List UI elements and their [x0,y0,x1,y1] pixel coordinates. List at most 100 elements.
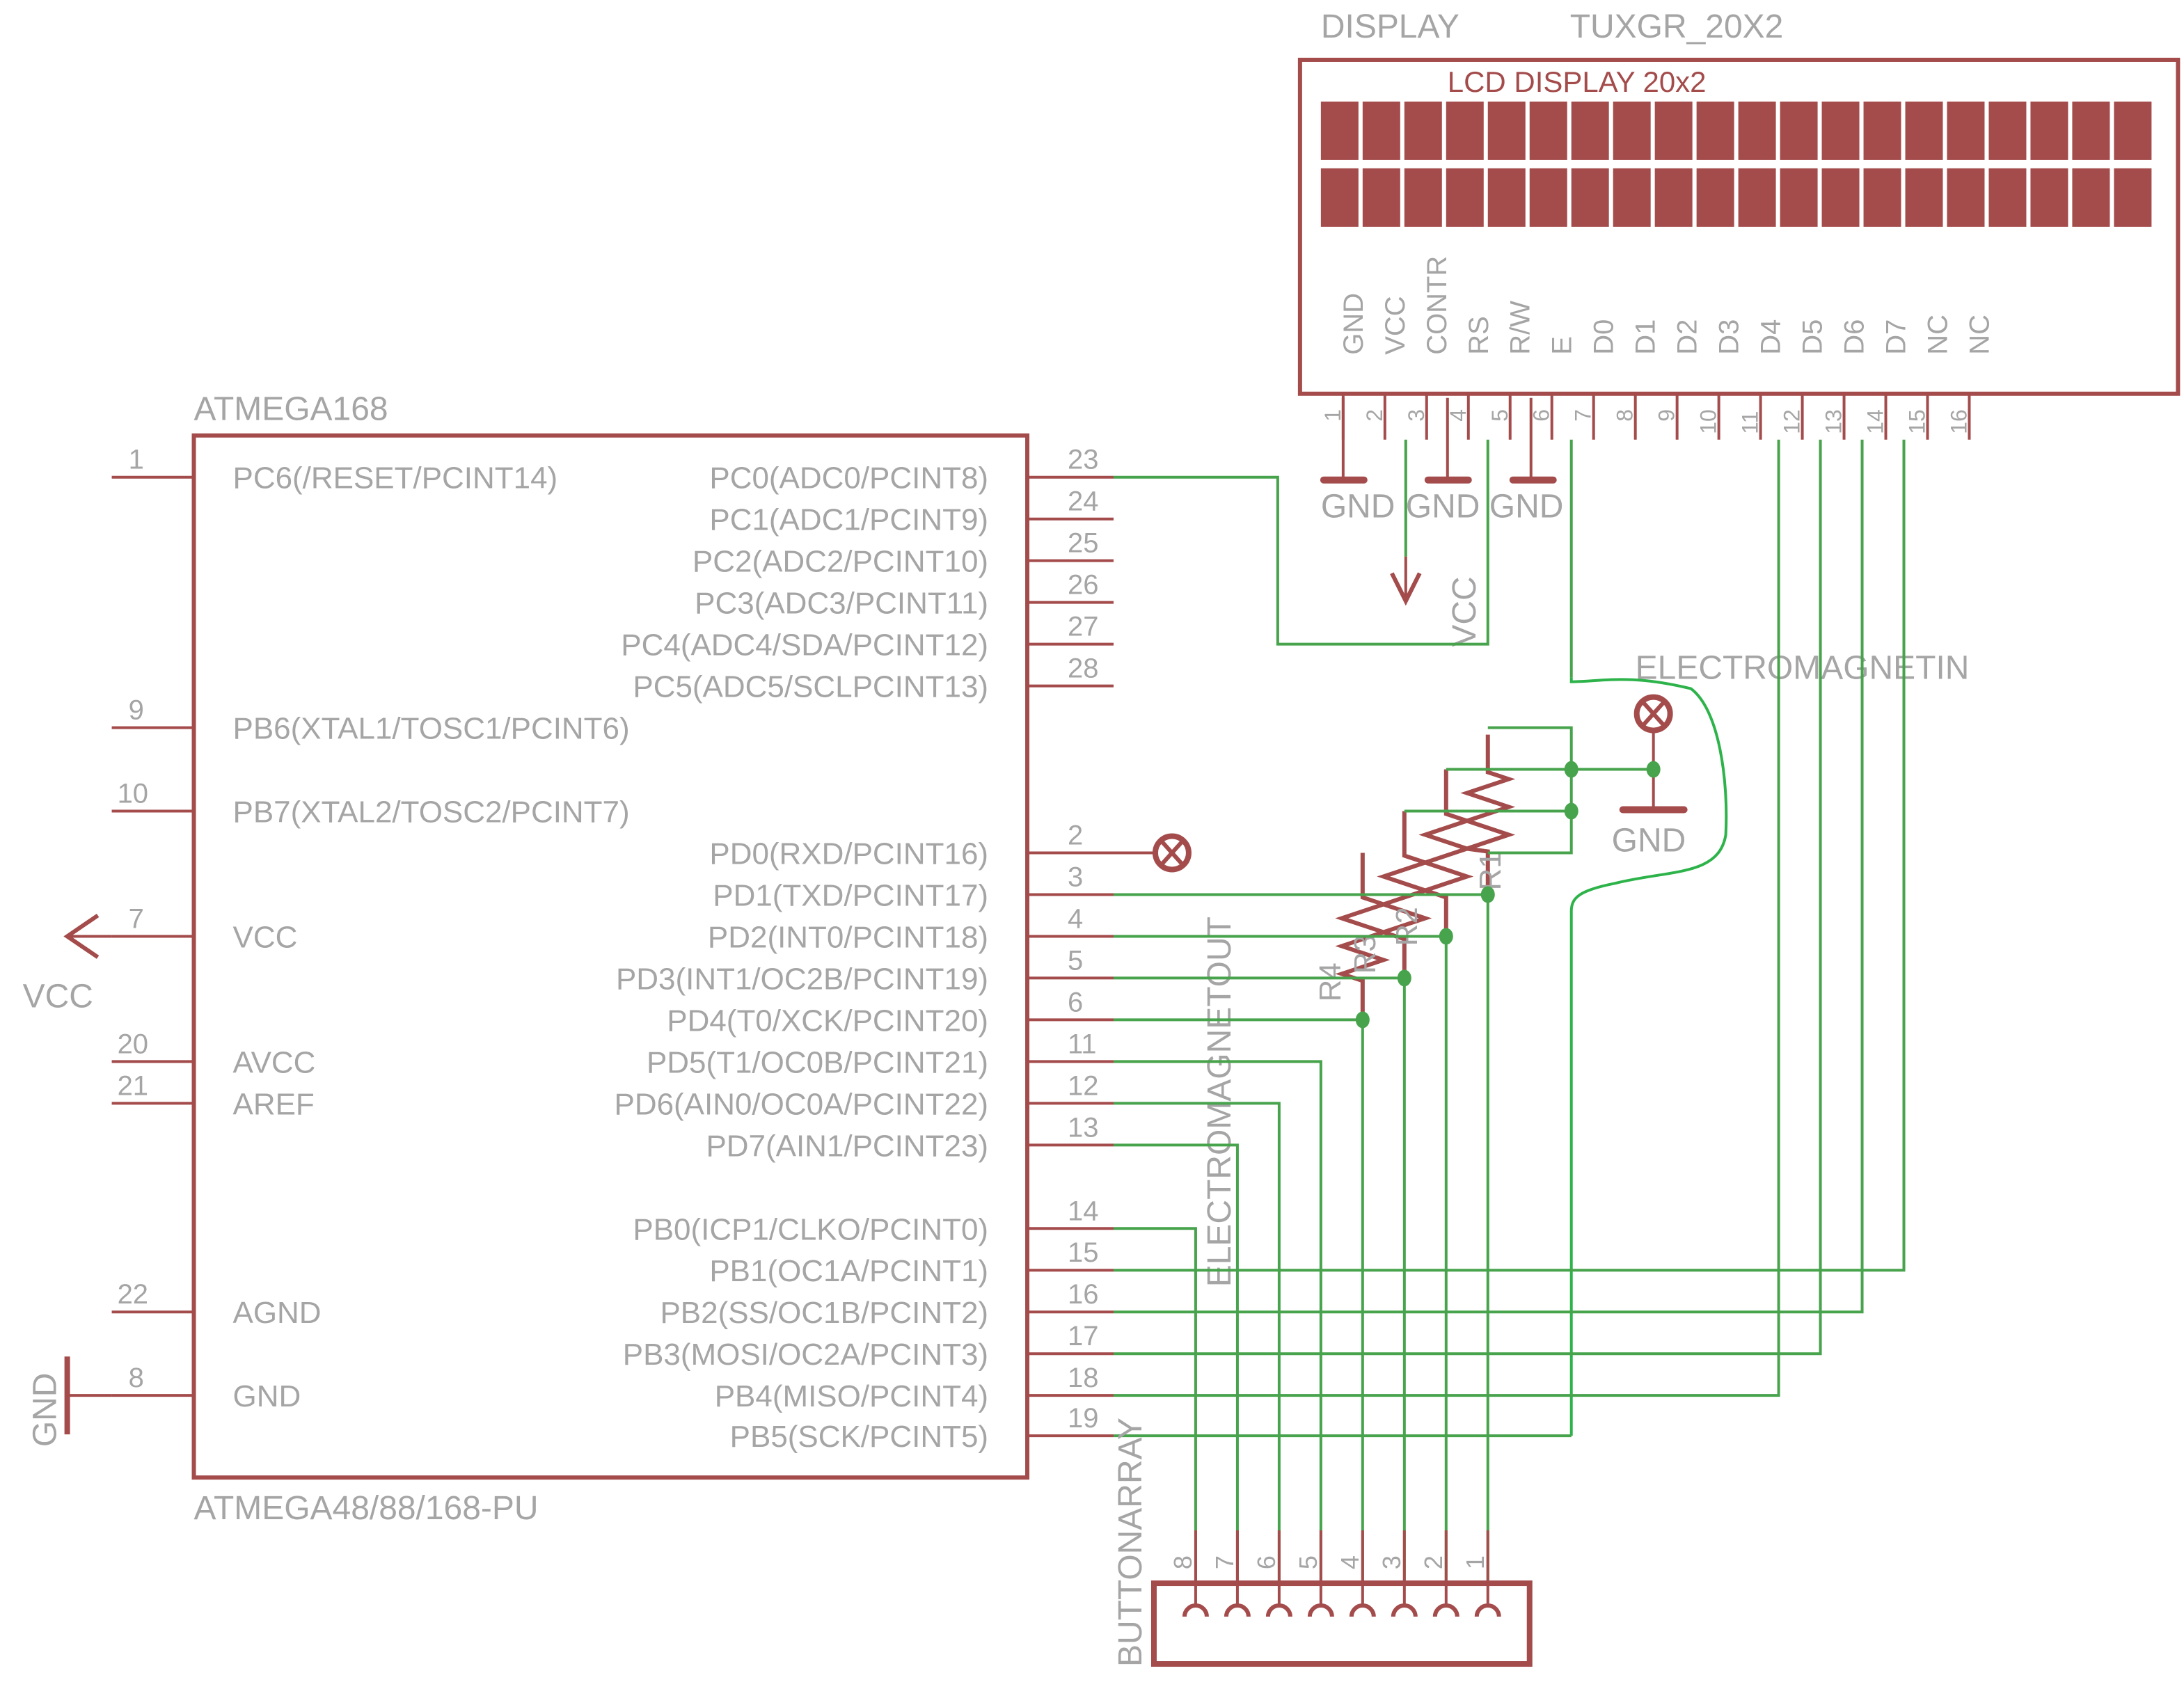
lcd-cell [1613,168,1651,227]
lcd-cell [1947,168,1985,227]
mcu-pin-number: 3 [1068,862,1083,892]
button-array-outline [1150,1580,1533,1667]
button-contact-icon [1182,1603,1209,1617]
resistor-r2-icon [1418,769,1474,937]
button-pin-number: 6 [1252,1555,1281,1569]
mcu-pin-number: 13 [1068,1112,1098,1143]
lcd-pin-label: D6 [1839,319,1870,355]
lcd-cell [1780,168,1818,227]
atmega-part[interactable]: ATMEGA168 ATMEGA48/88/168-PU 1PC6(/RESET… [111,391,1114,1527]
lcd-pin-number: 14 [1863,409,1888,434]
lcd-cell [2114,168,2152,227]
lcd-cell [1988,101,2027,160]
mcu-pin-label: PD5(T1/OC0B/PCINT21) [647,1045,988,1079]
mcu-pin-label: PD3(INT1/OC2B/PCINT19) [616,962,988,996]
lcd-pin-label: VCC [1380,296,1411,354]
junction-dot [1439,928,1453,945]
mcu-pin-label: PD0(RXD/PCINT16) [709,836,988,871]
lcd-cell [1738,168,1776,227]
mcu-pin-label: PC6(/RESET/PCINT14) [233,461,558,495]
lcd-pin-label: D0 [1589,319,1620,355]
button-contact-icon [1265,1603,1292,1617]
mcu-pin-number: 21 [118,1070,148,1101]
lcd-cell [1696,101,1734,160]
mcu-pin-number: 14 [1068,1196,1098,1226]
electromagnet-out-label: ELECTROMAGNETOUT [1201,917,1238,1287]
display-name-label: DISPLAY [1321,8,1459,45]
lcd-cell [1571,168,1609,227]
lcd-pin-label: D2 [1672,319,1703,355]
button-contact-icon [1224,1603,1251,1617]
lcd-pin-label: NC [1922,315,1953,355]
mcu-pin-label: PC2(ADC2/PCINT10) [693,545,988,579]
mcu-pin-number: 6 [1068,987,1083,1017]
lcd-cell [1905,101,1943,160]
button-contact-icon [1432,1603,1459,1617]
resistor-label: R2 [1390,907,1424,946]
lcd-cell [2030,168,2068,227]
button-contact-icon [1307,1603,1334,1617]
mcu-pin-number: 8 [129,1363,144,1393]
mcu-pin-label: PC0(ADC0/PCINT8) [709,461,988,495]
lcd-cell [2072,101,2110,160]
mcu-pin-number: 5 [1068,945,1083,976]
lcd-pin-number: 15 [1905,409,1930,434]
lcd-pin-label: GND [1338,293,1369,355]
mcu-pin-label: GND [233,1379,301,1413]
mcu-pin-label: PD4(T0/XCK/PCINT20) [667,1004,988,1038]
lcd-pin-label: RS [1464,316,1494,355]
junction-dot [1564,761,1578,778]
mcu-pin-number: 10 [118,779,148,809]
junction-dot [1564,802,1578,820]
lcd-title: LCD DISPLAY 20x2 [1448,65,1707,98]
lcd-cell [1404,101,1442,160]
vcc-label: VCC [23,978,93,1015]
lcd-outline [1297,57,2181,396]
junction-dot [1480,886,1495,903]
vcc-arrow-icon [1390,572,1422,606]
mcu-right-pins: 23PC0(ADC0/PCINT8)24PC1(ADC1/PCINT9)25PC… [615,445,1114,1454]
electromagnet-in[interactable]: ELECTROMAGNETIN GND [1612,650,1970,859]
lcd-cell [1487,101,1526,160]
button-pin-number: 3 [1377,1555,1406,1569]
gnd-label: GND [1489,489,1564,525]
mcu-pin-label: PC5(ADC5/SCLPCINT13) [633,670,988,704]
lcd-pin-number: 8 [1613,409,1638,422]
lcd-pin-number: 7 [1571,409,1596,422]
mcu-pin-number: 27 [1068,612,1098,642]
mcu-pin-number: 19 [1068,1403,1098,1434]
mcu-gnd-symbol: GND [27,1356,112,1447]
button-contact-icon [1349,1603,1376,1617]
electromagnet-in-label: ELECTROMAGNETIN [1636,650,1970,687]
resistor-label: R1 [1473,851,1508,890]
junction-dot [1355,1011,1370,1029]
mcu-pin-label: PD1(TXD/PCINT17) [713,878,988,912]
lcd-cell [2072,168,2110,227]
button-pin-number: 2 [1419,1555,1448,1569]
lcd-pin-label: D7 [1881,319,1912,355]
mcu-pin-number: 4 [1068,903,1083,934]
electromagnet-connector-icon [1152,833,1192,873]
lcd-cell [1863,168,1901,227]
lcd-pin-label: NC [1964,315,1995,355]
mcu-outline [191,433,1030,1480]
wire-pc0 [1113,439,1489,646]
lcd-cell [1362,168,1400,227]
button-contact-icon [1391,1603,1418,1617]
mcu-pin-number: 2 [1068,820,1083,850]
mcu-pin-number: 28 [1068,653,1098,684]
lcd-pin-number: 11 [1738,411,1763,434]
lcd-pin-number: 6 [1529,409,1554,422]
mcu-pin-label: AREF [233,1087,315,1121]
mcu-pin-label: PB5(SCK/PCINT5) [730,1420,988,1454]
lcd-cell [1821,101,1860,160]
lcd-pin-label: CONTR [1422,256,1453,355]
lcd-pin-number: 9 [1654,409,1679,422]
mcu-pin-label: PC1(ADC1/PCINT9) [709,503,988,537]
mcu-pin-label: PB0(ICP1/CLKO/PCINT0) [633,1212,988,1246]
lcd-cell [1654,101,1693,160]
